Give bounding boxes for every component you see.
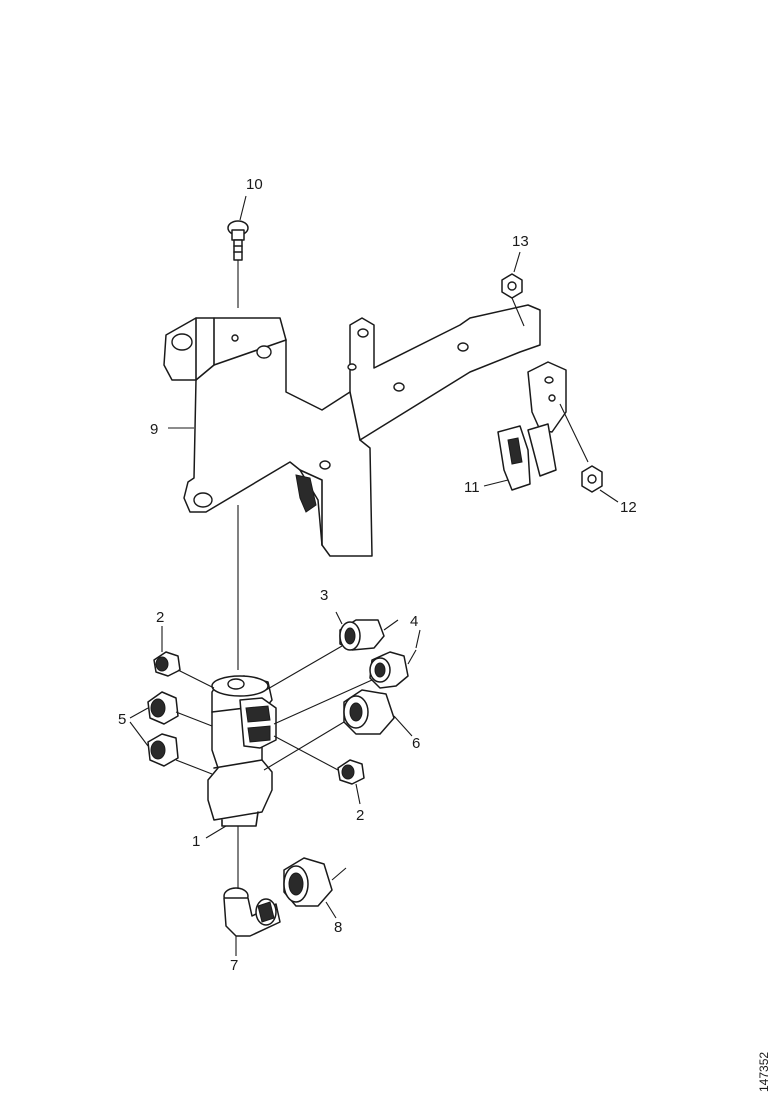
nut-13 [501, 251, 525, 327]
elbow-fitting-7 [223, 887, 281, 956]
bolt-12 [581, 465, 619, 503]
reference-number: 147352 [757, 1052, 771, 1092]
plug-5-lower [147, 733, 213, 775]
fitting-6 [263, 689, 413, 771]
plug-2-upper [153, 626, 215, 689]
clip-bracket-11 [483, 361, 589, 491]
callout-6: 6 [412, 735, 420, 752]
valve-body-1 [205, 675, 277, 890]
callout-5: 5 [118, 711, 126, 728]
callout-2-lower: 2 [356, 807, 364, 824]
leader-5-b [129, 721, 149, 747]
plug-5-upper [147, 691, 213, 727]
callout-7: 7 [230, 957, 238, 974]
callout-10: 10 [246, 176, 263, 193]
callout-11: 11 [464, 479, 480, 496]
callout-13: 13 [512, 233, 529, 250]
fitting-8 [283, 857, 347, 919]
fitting-3 [265, 611, 399, 691]
callout-12: 12 [620, 499, 637, 516]
bolt-10 [227, 195, 249, 308]
plug-2-lower [273, 735, 365, 805]
fitting-4 [273, 629, 421, 725]
callout-3: 3 [320, 587, 328, 604]
callout-1: 1 [192, 833, 200, 850]
leader-5-a [129, 707, 149, 719]
callout-9: 9 [150, 421, 158, 438]
callout-8: 8 [334, 919, 342, 936]
callout-4: 4 [410, 613, 418, 630]
bracket-9 [163, 304, 541, 670]
callout-2-upper: 2 [156, 609, 164, 626]
